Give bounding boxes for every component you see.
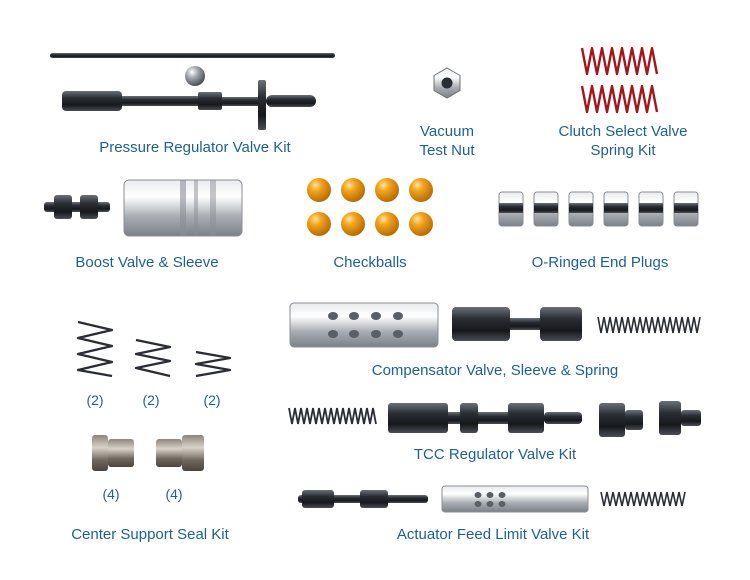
tcc-valve-image: [388, 403, 582, 433]
checkball-image: [341, 178, 365, 202]
actuator-sleeve-image: [441, 485, 589, 513]
boost-valve-label: Boost Valve & Sleeve: [75, 254, 219, 271]
end-plug-image: [533, 191, 559, 227]
vacuum-test-nut-label-line2: Test Nut: [419, 142, 475, 159]
checkball-image: [341, 212, 365, 236]
tcc-end-cap-image: [659, 401, 701, 435]
pressure-regulator-ball-image: [185, 66, 205, 86]
checkball-image: [375, 178, 399, 202]
center-support-seal-image: [156, 435, 204, 471]
compensator-spring-image: [597, 316, 701, 334]
pressure-regulator-label: Pressure Regulator Valve Kit: [99, 139, 291, 156]
tcc-plug-image: [599, 403, 643, 437]
boost-sleeve-image: [123, 179, 243, 237]
end-plug-image: [603, 191, 629, 227]
actuator-valve-image: [298, 490, 428, 508]
checkball-image: [409, 212, 433, 236]
seal-quantity: (4): [165, 486, 183, 502]
spring-quantity: (2): [203, 392, 221, 408]
pressure-regulator-rod-image: [50, 53, 335, 58]
boost-valve-image: [44, 195, 110, 219]
end-plug-image: [673, 191, 699, 227]
center-support-spring-image: [134, 338, 172, 378]
center-support-seal-image: [92, 435, 134, 471]
center-support-spring-image: [194, 350, 232, 378]
tcc-regulator-label: TCC Regulator Valve Kit: [413, 446, 577, 463]
spring-quantity: (2): [86, 392, 104, 408]
pressure-regulator-valve-image: [62, 80, 316, 130]
checkball-image: [307, 212, 331, 236]
checkball-image: [375, 212, 399, 236]
end-plugs-label: O-Ringed End Plugs: [531, 254, 669, 271]
compensator-sleeve-image: [289, 302, 439, 348]
checkball-image: [409, 178, 433, 202]
clutch-select-label-line1: Clutch Select Valve: [558, 123, 688, 140]
clutch-select-label-line2: Spring Kit: [590, 142, 656, 159]
checkballs-group: [305, 176, 435, 242]
vacuum-test-nut-label-line1: Vacuum: [420, 123, 474, 140]
end-plug-image: [638, 191, 664, 227]
end-plugs-group: [496, 190, 706, 230]
actuator-spring-image: [600, 491, 686, 507]
clutch-select-spring-top-image: [580, 46, 659, 76]
tcc-spring-image: [288, 407, 377, 425]
compensator-label: Compensator Valve, Sleeve & Spring: [371, 362, 619, 379]
actuator-feed-label: Actuator Feed Limit Valve Kit: [396, 526, 590, 543]
checkballs-label: Checkballs: [333, 254, 407, 271]
center-support-spring-image: [76, 320, 114, 378]
checkball-image: [307, 178, 331, 202]
center-support-label: Center Support Seal Kit: [71, 526, 229, 543]
seal-quantity: (4): [102, 486, 120, 502]
clutch-select-spring-bottom-image: [580, 84, 659, 114]
compensator-valve-image: [452, 307, 582, 341]
vacuum-test-nut-image: [433, 67, 461, 99]
spring-quantity: (2): [142, 392, 160, 408]
end-plug-image: [498, 191, 524, 227]
end-plug-image: [568, 191, 594, 227]
